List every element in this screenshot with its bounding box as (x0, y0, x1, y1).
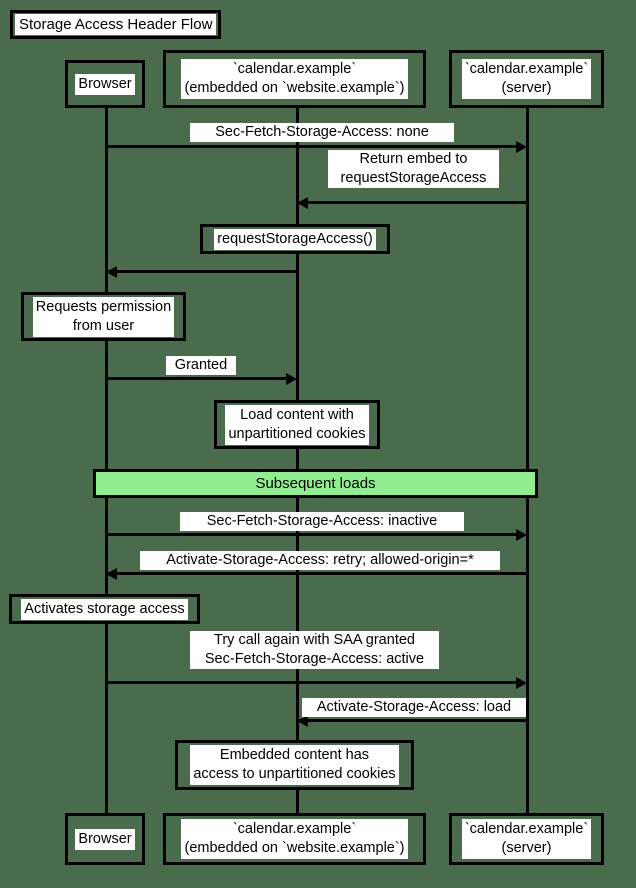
note-request-storage-access-text: requestStorageAccess() (214, 228, 376, 250)
participant-server-bottom-label: `calendar.example` (server) (461, 819, 592, 859)
diagram-title-text: Storage Access Header Flow (15, 14, 217, 35)
message-line-sec-fetch-inactive (106, 533, 521, 536)
participant-embed-top[interactable]: `calendar.example` (embedded on `website… (163, 50, 426, 108)
participant-embed-top-label: `calendar.example` (embedded on `website… (181, 59, 408, 99)
message-line-sec-fetch-none (106, 145, 521, 148)
lifeline-server (526, 108, 529, 813)
note-requests-permission-text: Requests permission from user (32, 296, 175, 337)
message-label-granted: Granted (166, 356, 236, 375)
participant-server-bottom[interactable]: `calendar.example` (server) (449, 813, 604, 865)
message-label-sec-fetch-inactive: Sec-Fetch-Storage-Access: inactive (180, 512, 464, 531)
message-line-granted (106, 377, 291, 380)
message-arrowhead-sec-fetch-inactive (516, 528, 527, 541)
message-arrowhead-sec-fetch-none (516, 140, 527, 153)
participant-browser-bottom-label: Browser (75, 828, 135, 850)
lifeline-embed (296, 108, 299, 813)
message-arrowhead-rsa-to-browser (106, 265, 117, 278)
message-label-return-embed: Return embed to requestStorageAccess (328, 150, 499, 188)
message-label-sec-fetch-none: Sec-Fetch-Storage-Access: none (190, 123, 454, 142)
participant-server-top[interactable]: `calendar.example` (server) (449, 50, 604, 108)
message-label-activate-load: Activate-Storage-Access: load (302, 698, 526, 717)
diagram-title-box: Storage Access Header Flow (10, 10, 222, 39)
participant-server-top-label: `calendar.example` (server) (461, 59, 592, 99)
note-request-storage-access: requestStorageAccess() (200, 224, 390, 254)
participant-browser-bottom[interactable]: Browser (65, 813, 145, 865)
message-arrowhead-activate-load (297, 714, 308, 727)
message-arrowhead-try-again (516, 676, 527, 689)
message-label-try-again: Try call again with SAA granted Sec-Fetc… (190, 631, 439, 669)
participant-embed-bottom-label: `calendar.example` (embedded on `website… (181, 819, 408, 859)
note-activates-storage-access: Activates storage access (9, 594, 200, 624)
note-activates-storage-access-text: Activates storage access (21, 598, 188, 620)
message-line-rsa-to-browser (106, 270, 297, 273)
participant-embed-bottom[interactable]: `calendar.example` (embedded on `website… (163, 813, 426, 865)
participant-browser-top[interactable]: Browser (65, 60, 145, 108)
note-embedded-content-access: Embedded content has access to unpartiti… (175, 740, 414, 790)
participant-browser-top-label: Browser (75, 73, 135, 95)
note-requests-permission: Requests permission from user (21, 292, 186, 341)
message-label-activate-retry: Activate-Storage-Access: retry; allowed-… (140, 551, 500, 570)
message-line-return-embed (297, 201, 528, 204)
message-line-activate-load (297, 719, 528, 722)
section-subsequent-loads-label: Subsequent loads (255, 475, 376, 492)
note-load-content-text: Load content with unpartitioned cookies (225, 404, 369, 445)
note-load-content: Load content with unpartitioned cookies (214, 400, 380, 449)
lifeline-browser (105, 108, 108, 813)
message-arrowhead-granted (286, 372, 297, 385)
message-line-try-again (106, 681, 521, 684)
message-arrowhead-return-embed (297, 196, 308, 209)
message-arrowhead-activate-retry (106, 567, 117, 580)
section-subsequent-loads: Subsequent loads (93, 469, 538, 498)
note-embedded-content-access-text: Embedded content has access to unpartiti… (190, 745, 399, 785)
message-line-activate-retry (106, 572, 528, 575)
